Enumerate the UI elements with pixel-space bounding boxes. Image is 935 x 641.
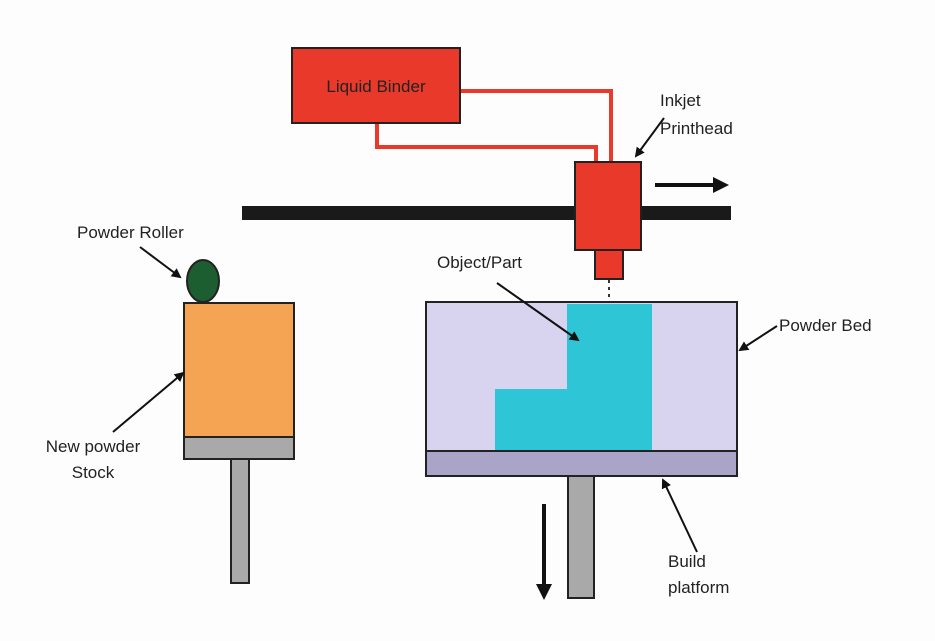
new-powder-label-line2: Stock: [72, 463, 115, 482]
inkjet-printhead: [574, 161, 642, 251]
build-platform-label-line2: platform: [668, 578, 729, 597]
object-part: [495, 304, 652, 450]
liquid-binder-label: Liquid Binder: [326, 77, 426, 96]
stock-piston-rod: [230, 458, 250, 584]
object-part-label: Object/Part: [437, 253, 522, 272]
powder-roller-label: Powder Roller: [77, 223, 184, 242]
inkjet-pointer-arrow: [634, 117, 665, 158]
object-part-pointer-arrow: [496, 282, 580, 342]
new-powder-label-line1: New powder: [46, 437, 141, 456]
printhead-nozzle: [594, 249, 624, 280]
stock-piston-plate: [183, 436, 295, 460]
liquid-binder-tank: [291, 47, 461, 124]
binder-feed-line-lower: [375, 123, 598, 162]
new-powder-pointer-arrow: [112, 371, 185, 433]
build-platform: [425, 450, 738, 477]
build-platform-label-line1: Build: [668, 552, 706, 571]
inkjet-label-line2: Printhead: [660, 119, 733, 138]
binder-feed-line-upper: [460, 89, 613, 162]
powder-roller-pointer-arrow: [139, 246, 182, 279]
powder-bed-pointer-arrow: [738, 325, 778, 352]
new-powder-stock: [183, 302, 295, 438]
powder-roller: [186, 259, 220, 303]
build-platform-pointer-arrow: [661, 478, 698, 553]
inkjet-label-line1: Inkjet: [660, 91, 701, 110]
powder-bed-label: Powder Bed: [779, 316, 872, 335]
printhead-rail: [242, 206, 731, 220]
build-piston-rod: [567, 475, 595, 599]
